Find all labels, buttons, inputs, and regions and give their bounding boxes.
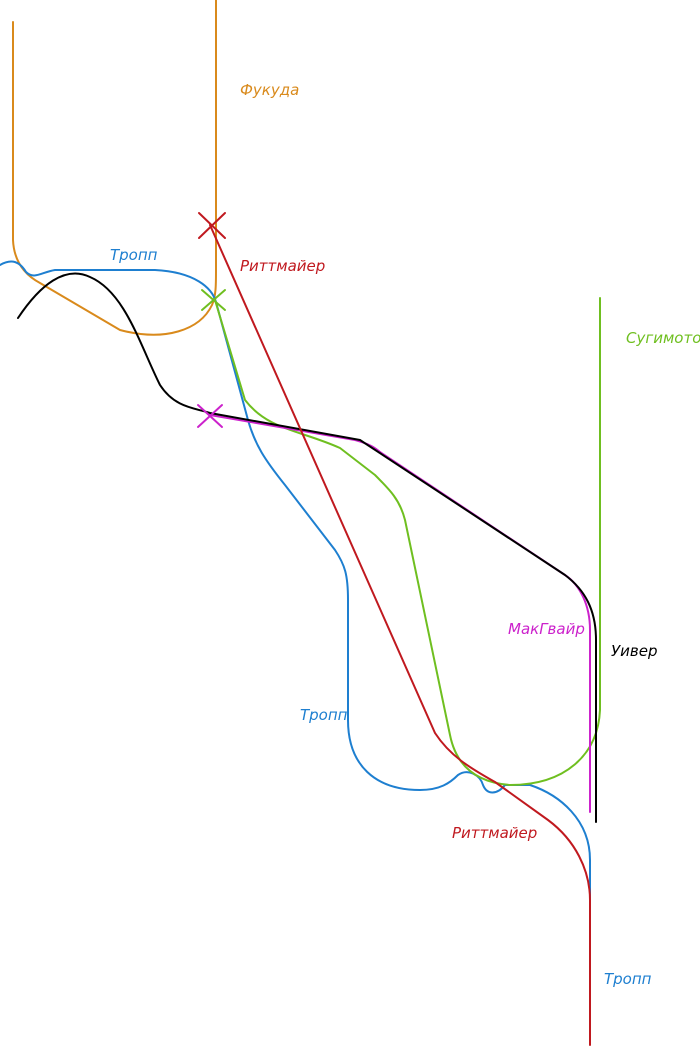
- label-weaver: Уивер: [611, 642, 657, 660]
- fukuda-path: [12, 0, 217, 336]
- label-tropp-mid: Тропп: [300, 706, 348, 724]
- label-tropp-bottom: Тропп: [604, 970, 652, 988]
- macguire-path: [209, 414, 591, 813]
- label-sugimoto: Сугимото: [626, 329, 700, 347]
- tropp-path: [0, 260, 591, 1001]
- label-tropp-top: Тропп: [110, 246, 158, 264]
- rittmaier-path: [209, 224, 591, 1046]
- label-rittmaier-bottom: Риттмайер: [452, 824, 537, 842]
- label-rittmaier-top: Риттмайер: [240, 257, 325, 275]
- label-fukuda: Фукуда: [240, 81, 299, 99]
- rittmaier-x-marker: [198, 212, 226, 239]
- weaver-path: [17, 272, 597, 823]
- sugimoto-x-marker: [201, 289, 226, 311]
- sugimoto-path: [214, 297, 601, 786]
- label-macguire: МакГвайр: [508, 620, 585, 638]
- macguire-x-marker: [197, 404, 223, 428]
